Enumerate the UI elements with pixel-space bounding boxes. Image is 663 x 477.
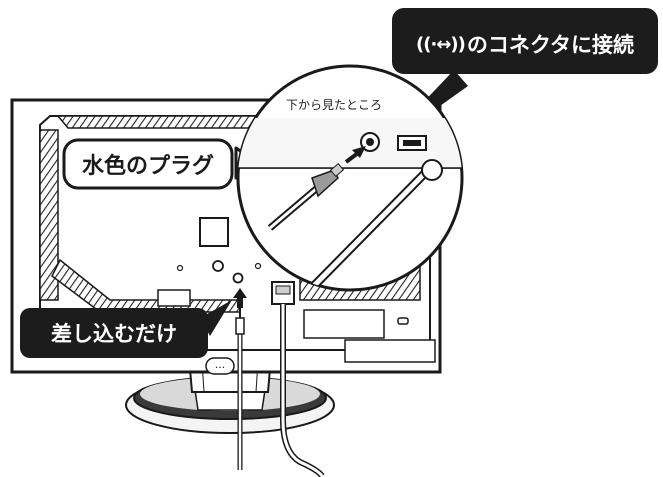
audio-plug [235,308,245,335]
zoom-circle [236,64,464,292]
port-badge: ··· [215,361,226,374]
callout-plug-box [62,138,234,190]
connect-label: のコネクタに接続 [466,33,634,57]
cables [237,304,325,477]
callout-connect-box [392,8,658,74]
callout-insert-box [20,308,208,358]
arrow-up-icon [233,288,247,308]
zoom-view-label: 下から見たところ [286,98,383,112]
connect-callout: ((·↔)) のコネクタに接続 [392,8,658,90]
just-insert-callout: 差し込むだけ [51,322,177,346]
light-blue-plug-callout: 水色のプラグ [81,154,214,179]
headphone-connector-icon: ((·↔)) [416,33,466,55]
